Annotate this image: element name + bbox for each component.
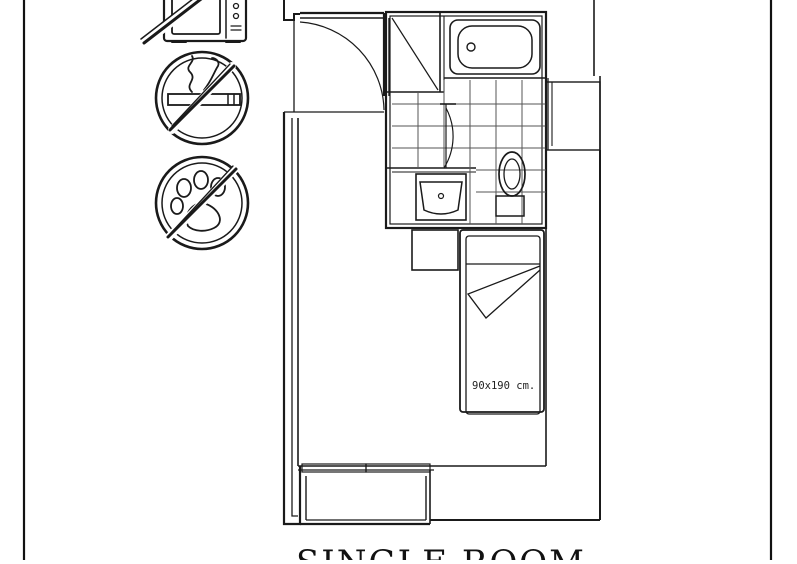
sink xyxy=(415,173,467,221)
balcony-door xyxy=(301,463,431,521)
floorplan xyxy=(282,0,601,526)
bathroom-window xyxy=(545,76,601,156)
bed xyxy=(459,229,545,415)
no-microwave-icon xyxy=(139,0,248,48)
room-walls xyxy=(282,112,601,526)
bathroom-tiles xyxy=(392,80,546,224)
entry-door xyxy=(284,20,385,113)
bathtub xyxy=(449,19,541,75)
toilet xyxy=(495,151,526,217)
nightstand xyxy=(411,229,459,271)
page-title: SINGLE ROOM xyxy=(296,543,586,560)
bathroom-door xyxy=(440,103,456,169)
page-frame xyxy=(22,0,773,560)
entry-walls xyxy=(283,0,595,96)
shower-area xyxy=(391,17,439,91)
bed-size-label: 90x190 cm. xyxy=(472,380,535,392)
no-pets-icon xyxy=(154,155,250,251)
no-smoking-icon xyxy=(154,50,250,146)
